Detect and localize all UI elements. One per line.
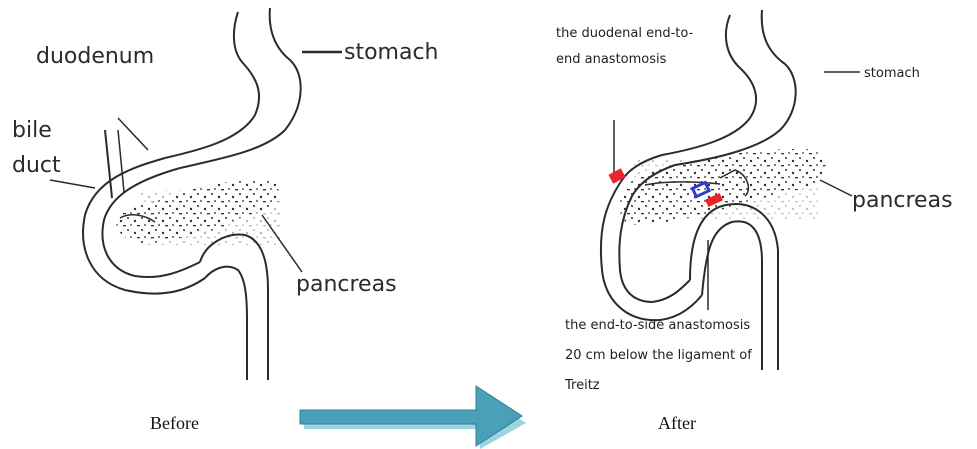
end-to-side-label-line1: the end-to-side anastomosis	[565, 314, 750, 338]
before-bile-label: bile	[12, 118, 52, 143]
after-caption: After	[658, 413, 696, 434]
after-pancreas-label: pancreas	[852, 188, 953, 213]
before-stomach-shape	[165, 12, 259, 158]
duodenal-anastomosis-label-line2: end anastomosis	[556, 48, 666, 72]
before-duct-label: duct	[12, 153, 61, 178]
end-to-side-label-line2: 20 cm below the ligament of	[565, 344, 752, 368]
end-to-side-label-line3: Treitz	[565, 374, 600, 398]
before-caption: Before	[150, 413, 199, 434]
duodenal-anastomosis-label-line1: the duodenal end-to-	[556, 22, 693, 46]
arrow-icon	[300, 386, 526, 449]
before-pancreas-label: pancreas	[296, 272, 397, 297]
after-stomach-label: stomach	[864, 62, 920, 86]
before-duodenum-label: duodenum	[36, 44, 154, 69]
before-pancreas-texture	[140, 190, 280, 245]
duodenal-anastomosis-marker	[608, 168, 625, 183]
after-pancreas-texture	[630, 160, 820, 220]
before-stomach-label: stomach	[344, 40, 439, 65]
